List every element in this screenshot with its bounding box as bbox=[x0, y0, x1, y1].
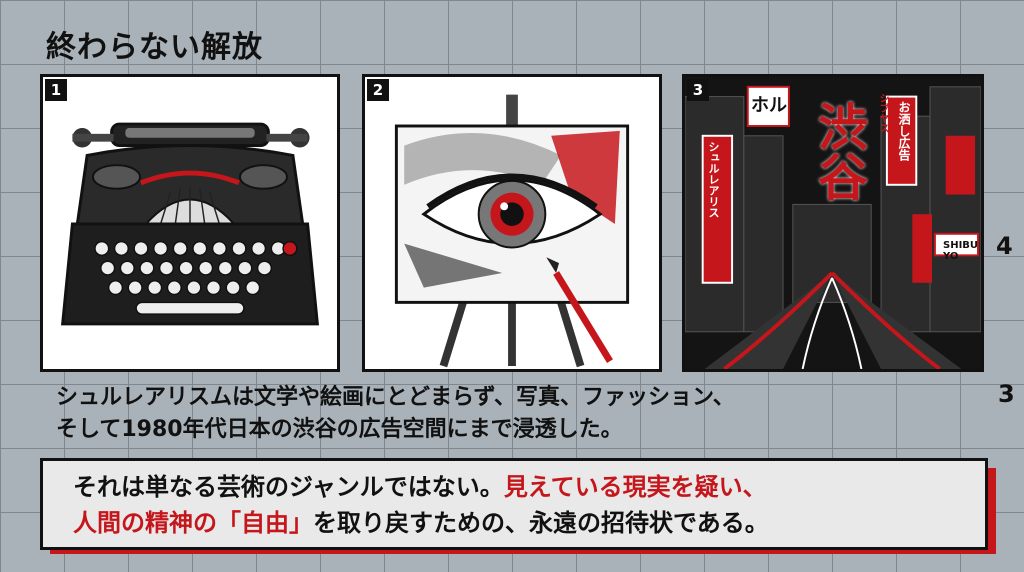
side-number-lower: 3 bbox=[998, 380, 1015, 408]
shibuya-street-icon bbox=[685, 77, 981, 369]
quote-line2-red: 人間の精神の「自由」 bbox=[73, 509, 313, 537]
caption-line-2: そして1980年代日本の渋谷の広告空間にまで浸透した。 bbox=[56, 417, 623, 442]
eye-painting-icon bbox=[394, 94, 630, 368]
quote-line2-black: を取り戻すための、永遠の招待状である。 bbox=[313, 509, 769, 537]
caption-text: シュルレアリスムは文学や絵画にとどまらず、写真、ファッション、 そして1980年… bbox=[56, 382, 986, 446]
sign-shibuya: 渋谷 bbox=[810, 101, 868, 201]
quote-line1-black: それは単なる芸術のジャンルではない。 bbox=[73, 473, 504, 501]
caption-line-1: シュルレアリスムは文学や絵画にとどまらず、写真、ファッション、 bbox=[56, 385, 735, 410]
side-number-upper: 4 bbox=[996, 232, 1013, 260]
sign-shibuyo: SHIBU YO bbox=[943, 240, 979, 262]
panel-number: 1 bbox=[45, 79, 67, 101]
page-title: 終わらない解放 bbox=[46, 30, 263, 65]
panel-eye-painting: 2 bbox=[362, 74, 662, 372]
sign-ads: お洒し広告 bbox=[897, 101, 911, 161]
panel-typewriter: 1 bbox=[40, 74, 340, 372]
quote-line1-red: 見えている現実を疑い、 bbox=[503, 473, 767, 501]
sign-hol: ホル bbox=[751, 95, 787, 116]
typewriter-icon bbox=[60, 122, 320, 326]
sign-surreal: シュルレアリス bbox=[707, 141, 720, 218]
panel-number: 2 bbox=[367, 79, 389, 101]
panel-number: 3 bbox=[687, 79, 709, 101]
quote-box: それは単なる芸術のジャンルではない。見えている現実を疑い、 人間の精神の「自由」… bbox=[40, 458, 988, 550]
panel-shibuya-street: 3 ホル 渋谷 シュルレアリス シブヤス お洒し広告 SHIBU YO bbox=[682, 74, 984, 372]
sign-shibuyasu: シブヤス bbox=[877, 93, 888, 133]
